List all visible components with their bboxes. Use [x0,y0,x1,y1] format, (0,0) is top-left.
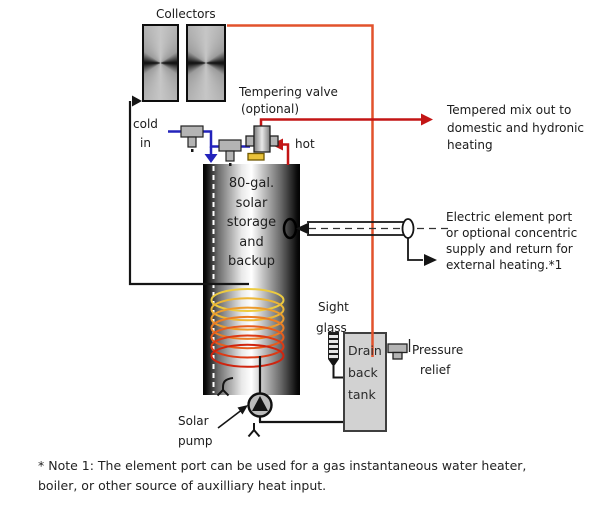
element-port [282,217,452,266]
tee-fitting-1 [180,125,204,152]
loop-drain-cock [247,423,261,438]
cold-inlet-arrowhead [204,154,218,163]
tempering-valve [245,125,279,161]
sight-glass-connector [328,359,343,379]
hot-arrowhead [271,138,283,151]
pressure-relief-label: Pressure relief [412,343,464,377]
element-port-label: Electric element port or optional concen… [446,210,578,272]
hot-label: hot [295,137,315,151]
pump-label-arrow-line [217,409,242,429]
pump-label-arrowhead [237,405,248,415]
sight-glass-label: Sight glass [316,300,349,335]
tempered-mix-pipe [259,118,422,127]
collector-panel-2 [186,24,226,102]
tee-fitting-2 [218,139,242,166]
cold-water-pipe [168,130,250,155]
collectors-label: Collectors [156,7,216,21]
tempered-mix-arrowhead [421,113,433,126]
hot-water-pipe [283,143,290,165]
tempering-valve-label: Tempering valve (optional) [239,85,338,116]
tempered-mix-label: Tempered mix out to domestic and hydroni… [447,103,584,152]
solar-pump-label: Solar pump [178,414,213,448]
solar-pump [247,392,273,418]
collector-supply-arrowhead [132,95,142,107]
storage-tank-label: 80-gal. solar storage and backup [226,176,277,269]
drain-back-tank-label: Drain back tank [348,343,382,402]
cold-in-label: cold in [133,117,158,150]
footnote: * Note 1: The element port can be used f… [38,458,527,493]
collector-panel-1 [142,24,179,102]
pressure-relief-valve [387,339,411,360]
